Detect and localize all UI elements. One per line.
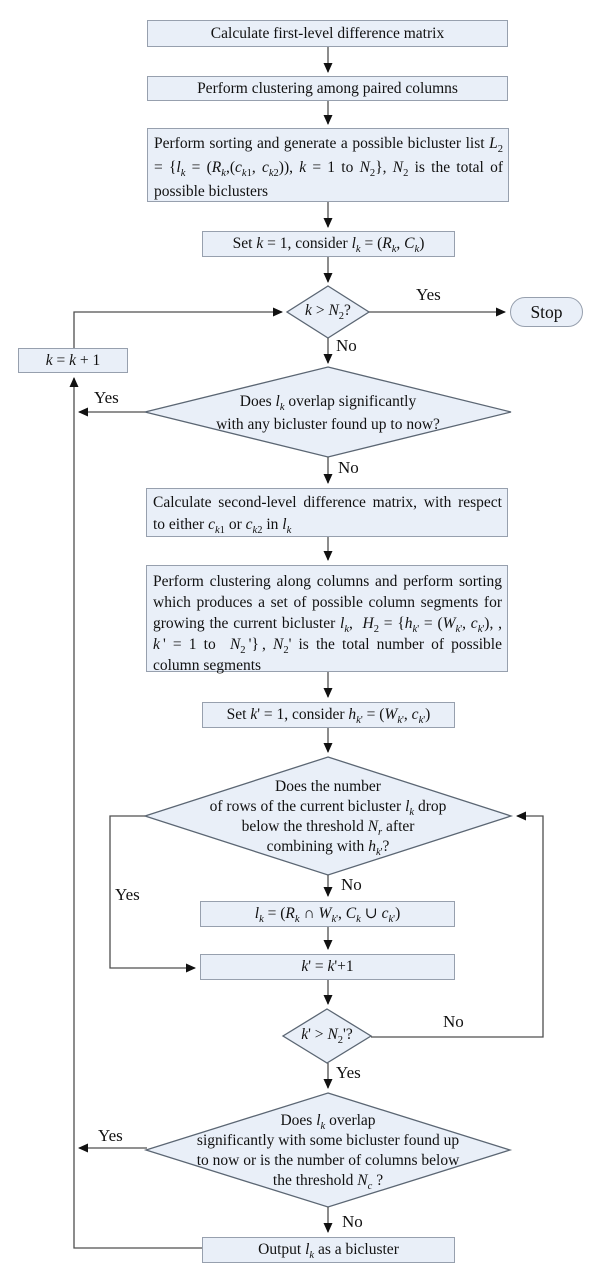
process-sort-generate-list: Perform sorting and generate a possible … (147, 128, 509, 202)
label-kprime-gt-no: No (443, 1012, 464, 1031)
process-cluster-paired-text: Perform clustering among paired columns (197, 79, 458, 97)
process-k-increment-text: k = k + 1 (45, 351, 101, 369)
process-set-kprime: Set k' = 1, consider hk' = (Wk', ck') (202, 702, 455, 728)
process-cluster-columns: Perform clustering along columns and per… (146, 565, 508, 674)
process-calc-second-level: Calculate second-level difference matrix… (146, 488, 508, 537)
process-k-increment: k = k + 1 (18, 348, 128, 373)
decision-kprime-gt-shape (281, 1008, 373, 1064)
terminator-stop: Stop (510, 297, 583, 327)
connector-output-loop (69, 377, 202, 1249)
connector-kinc-to-check (73, 307, 283, 348)
process-set-k-text: Set k = 1, consider lk = (Rk, Ck) (232, 235, 425, 256)
decision-rows-drop-shape (142, 756, 514, 876)
process-output-bicluster: Output lk as a bicluster (202, 1237, 455, 1263)
process-merge-segment: lk = (Rk ∩ Wk', Ck ∪ ck') (200, 901, 455, 927)
label-rows-drop-no: No (341, 875, 362, 894)
decision-k-gt-n2-shape (285, 285, 371, 339)
process-calc-first-level-text: Calculate first-level difference matrix (210, 24, 445, 42)
process-kprime-increment-text: k' = k'+1 (301, 958, 354, 976)
process-cluster-paired: Perform clustering among paired columns (147, 76, 508, 101)
label-kprime-gt-yes: Yes (336, 1063, 361, 1082)
process-merge-segment-text: lk = (Rk ∩ Wk', Ck ∪ ck') (254, 905, 401, 926)
process-set-kprime-text: Set k' = 1, consider hk' = (Wk', ck') (226, 706, 431, 727)
decision-overlap-any-shape (144, 366, 512, 458)
label-overlap-any-no: No (338, 458, 359, 477)
decision-overlap-some-shape (143, 1092, 513, 1208)
label-overlap-some-no: No (342, 1212, 363, 1231)
label-k-gt-n2-yes: Yes (416, 285, 441, 304)
connector-rows-yes (109, 815, 196, 973)
process-calc-first-level: Calculate first-level difference matrix (147, 20, 508, 47)
process-output-bicluster-text: Output lk as a bicluster (258, 1241, 399, 1262)
label-overlap-any-yes: Yes (94, 388, 119, 407)
label-rows-drop-yes: Yes (115, 885, 140, 904)
label-overlap-some-yes: Yes (98, 1126, 123, 1145)
process-set-k: Set k = 1, consider lk = (Rk, Ck) (202, 231, 455, 257)
label-k-gt-n2-no: No (336, 336, 357, 355)
connector-kprime-no-loop (371, 811, 544, 1038)
process-kprime-increment: k' = k'+1 (200, 954, 455, 980)
